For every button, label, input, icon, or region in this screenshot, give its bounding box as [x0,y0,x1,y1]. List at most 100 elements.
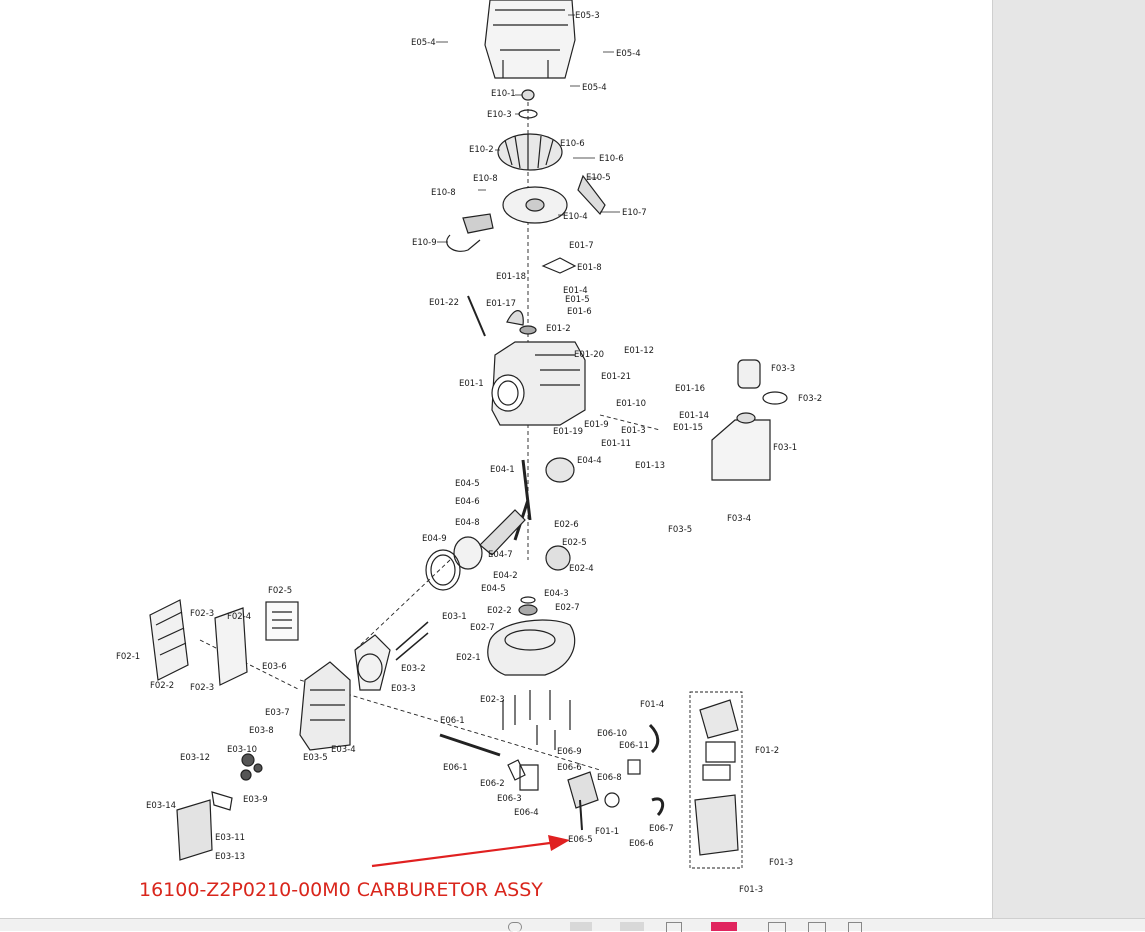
part-label-e01-13: E01-13 [635,461,665,471]
fit-page-icon[interactable] [570,922,592,931]
part-label-e04-7: E04-7 [488,550,513,560]
part-label-e06-6: E06-6 [557,763,582,773]
part-label-e04-3: E04-3 [544,589,569,599]
two-page-icon[interactable] [666,922,682,932]
part-label-e03-5: E03-5 [303,753,328,763]
part-label-e01-14: E01-14 [679,411,709,421]
part-label-e05-4: E05-4 [616,49,641,59]
part-label-e02-4: E02-4 [569,564,594,574]
part-label-f02-2: F02-2 [150,681,174,691]
callout-arrowhead [548,835,570,851]
part-label-e04-5: E04-5 [481,584,506,594]
part-label-e10-6: E10-6 [560,139,585,149]
single-page-icon[interactable] [620,922,644,931]
part-label-e04-5: E04-5 [455,479,480,489]
part-label-e02-3: E02-3 [480,695,505,705]
part-label-e03-3: E03-3 [391,684,416,694]
side-panel [992,0,1145,918]
part-label-e01-12: E01-12 [624,346,654,356]
part-label-e01-17: E01-17 [486,299,516,309]
part-label-f03-3: F03-3 [771,364,795,374]
part-label-e01-21: E01-21 [601,372,631,382]
rotate-icon[interactable] [768,922,786,932]
part-label-e06-10: E06-10 [597,729,627,739]
part-label-e01-22: E01-22 [429,298,459,308]
part-label-e10-6: E10-6 [599,154,624,164]
part-label-f02-3: F02-3 [190,609,214,619]
part-label-e01-2: E01-2 [546,324,571,334]
part-label-e02-1: E02-1 [456,653,481,663]
part-label-e05-4: E05-4 [411,38,436,48]
part-label-e03-10: E03-10 [227,745,257,755]
part-label-f02-4: F02-4 [227,612,251,622]
part-label-f01-2: F01-2 [755,746,779,756]
part-label-e06-11: E06-11 [619,741,649,751]
part-label-e01-7: E01-7 [569,241,594,251]
part-label-e01-19: E01-19 [553,427,583,437]
part-label-e03-4: E03-4 [331,745,356,755]
part-label-e01-6: E01-6 [567,307,592,317]
part-label-f02-5: F02-5 [268,586,292,596]
part-label-f02-3: F02-3 [190,683,214,693]
part-label-e01-3: E01-3 [621,426,646,436]
exploded-parts-diagram: E05-3E05-4E05-4E05-4E10-1E10-3E10-2E10-6… [116,0,822,895]
part-label-e03-8: E03-8 [249,726,274,736]
part-label-e06-2: E06-2 [480,779,505,789]
part-label-e10-8: E10-8 [431,188,456,198]
part-label-e05-3: E05-3 [575,11,600,21]
part-label-e01-20: E01-20 [574,350,604,360]
part-label-e10-4: E10-4 [563,212,588,222]
part-label-e01-18: E01-18 [496,272,526,282]
part-label-f03-1: F03-1 [773,443,797,453]
part-label-e01-4: E01-4 [563,286,588,296]
part-label-e10-7: E10-7 [622,208,647,218]
part-label-e06-6: E06-6 [629,839,654,849]
callout-arrow [371,841,551,868]
part-label-e04-9: E04-9 [422,534,447,544]
crop-icon[interactable] [808,922,826,932]
part-label-e02-2: E02-2 [487,606,512,616]
part-label-e03-12: E03-12 [180,753,210,763]
part-label-e06-7: E06-7 [649,824,674,834]
part-label-e06-1: E06-1 [440,716,465,726]
part-label-e04-4: E04-4 [577,456,602,466]
part-label-e03-11: E03-11 [215,833,245,843]
part-label-e06-8: E06-8 [597,773,622,783]
part-label-f01-1: F01-1 [595,827,619,837]
part-label-e10-3: E10-3 [487,110,512,120]
part-label-e10-9: E10-9 [412,238,437,248]
part-label-e06-4: E06-4 [514,808,539,818]
part-label-e02-6: E02-6 [554,520,579,530]
part-label-e03-9: E03-9 [243,795,268,805]
part-label-e02-5: E02-5 [562,538,587,548]
part-label-f03-4: F03-4 [727,514,751,524]
part-label-e03-14: E03-14 [146,801,176,811]
part-label-e03-13: E03-13 [215,852,245,862]
part-label-e10-5: E10-5 [586,173,611,183]
part-label-f02-1: F02-1 [116,652,140,662]
part-label-e01-1: E01-1 [459,379,484,389]
part-label-e03-7: E03-7 [265,708,290,718]
part-label-e06-9: E06-9 [557,747,582,757]
part-label-e10-1: E10-1 [491,89,516,99]
part-label-e06-3: E06-3 [497,794,522,804]
part-label-f03-5: F03-5 [668,525,692,535]
part-label-f01-3: F01-3 [769,858,793,868]
zoom-icon[interactable] [508,922,522,932]
part-label-e01-15: E01-15 [673,423,703,433]
part-label-e05-4: E05-4 [582,83,607,93]
part-label-e01-10: E01-10 [616,399,646,409]
part-label-e04-2: E04-2 [493,571,518,581]
carburetor-callout-caption: 16100-Z2P0210-00M0 CARBURETOR ASSY [139,879,543,901]
part-label-e06-1: E06-1 [443,763,468,773]
part-label-e01-8: E01-8 [577,263,602,273]
part-label-e01-5: E01-5 [565,295,590,305]
bookmark-icon[interactable] [848,922,862,932]
part-label-e10-8: E10-8 [473,174,498,184]
part-label-e04-6: E04-6 [455,497,480,507]
part-label-e03-1: E03-1 [442,612,467,622]
part-label-e02-7: E02-7 [470,623,495,633]
part-label-e03-2: E03-2 [401,664,426,674]
highlight-icon[interactable] [711,922,737,931]
